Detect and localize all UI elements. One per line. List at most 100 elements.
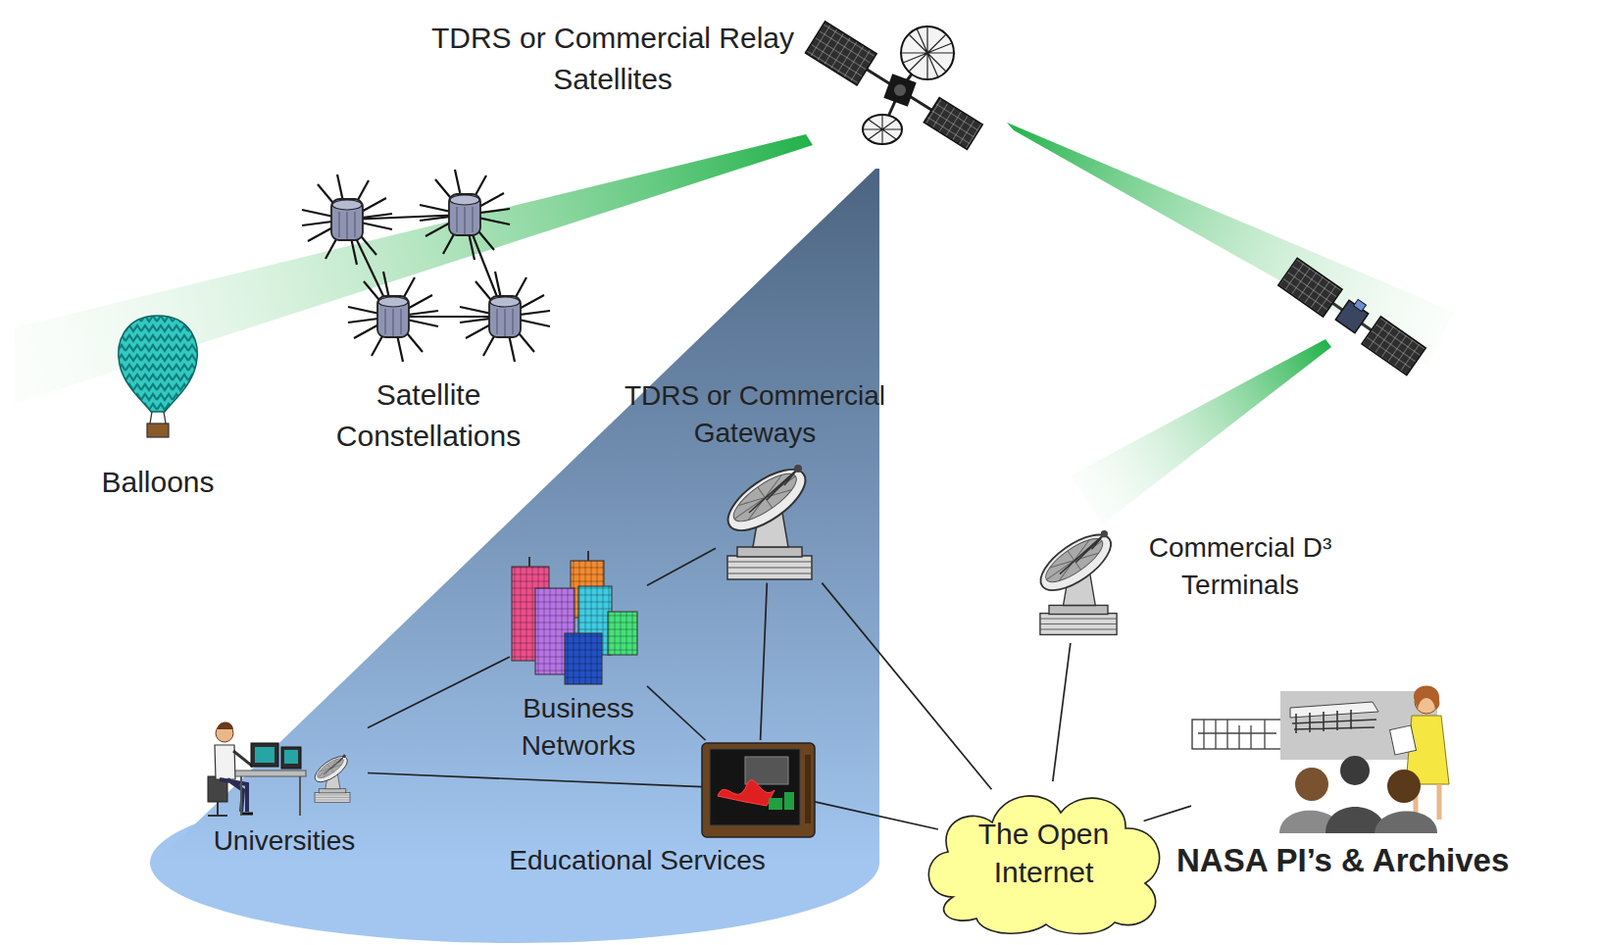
nasa-briefing-scene [1198, 719, 1277, 750]
business-node: Business Networks [504, 558, 652, 765]
relay-satellite [1327, 300, 1376, 334]
archive-node: NASA PI’s & Archives [1176, 686, 1594, 884]
satellite-constellation [348, 271, 439, 362]
university-workstation [250, 743, 279, 767]
relay-satellite [862, 114, 902, 145]
university-workstation [241, 776, 300, 816]
relay-satellite [862, 114, 902, 145]
gateway-node: TDRS or Commercial Gateways [598, 377, 912, 584]
node-label: NASA PI’s & Archives [1176, 839, 1594, 884]
caption-label: Satellite Constellations [281, 374, 576, 457]
node-label: Educational Services [470, 842, 804, 880]
balloon [147, 423, 169, 438]
node-label: TDRS or Commercial Gateways [598, 377, 912, 452]
node-label: Business Networks [504, 690, 652, 765]
television-set [804, 754, 811, 824]
coverage-region [152, 168, 880, 865]
icon-area [1191, 686, 1476, 836]
ground-station-dish [1032, 524, 1120, 636]
relay-satellite [923, 97, 983, 150]
terminal-node: Commercial D³ Terminals [1029, 517, 1353, 644]
office-buildings [607, 611, 638, 655]
nasa-briefing-scene [1192, 719, 1283, 750]
nasa-briefing-scene [1413, 686, 1441, 711]
icon-area [509, 558, 648, 687]
university-workstation [207, 722, 351, 817]
television-set [701, 743, 815, 838]
university-workstation [219, 779, 248, 812]
university-workstation [254, 747, 275, 763]
network-link [821, 583, 992, 791]
caption-label: Balloons [59, 461, 256, 503]
signal-beam [1070, 339, 1332, 525]
television-set [717, 780, 775, 806]
icon-area [715, 455, 824, 584]
university-workstation [233, 750, 253, 767]
relay-satellite [894, 84, 906, 97]
relay-satellite [1361, 316, 1426, 376]
network-link [367, 656, 510, 729]
balloon [118, 315, 198, 438]
cloud-outline [928, 796, 1159, 935]
television-set [768, 798, 783, 810]
network-link [1052, 643, 1071, 782]
relay-satellite [900, 26, 954, 80]
network-link [647, 548, 716, 586]
network-link [814, 801, 939, 830]
office-buildings [511, 550, 638, 685]
relay-satellite [1278, 257, 1343, 317]
network-link [367, 773, 702, 788]
nasa-briefing-scene [1192, 686, 1450, 835]
node-label: Commercial D³ Terminals [1137, 517, 1344, 604]
nasa-briefing-scene [1340, 755, 1370, 786]
satellite-constellation [301, 169, 550, 362]
relay-satellite [883, 73, 916, 106]
balloon [118, 315, 198, 412]
ground-station-dish [718, 457, 1120, 635]
network-link [1144, 805, 1192, 821]
university-workstation [214, 745, 236, 780]
node-label: The Open Internet [967, 814, 1120, 892]
ground-station-dish [718, 457, 815, 580]
satellite-constellation [459, 271, 550, 362]
university-workstation [216, 722, 234, 731]
nasa-briefing-scene [1374, 811, 1438, 835]
icon-area [200, 720, 368, 819]
office-buildings [564, 633, 602, 685]
balloon [150, 411, 166, 424]
office-buildings [607, 611, 638, 655]
university-workstation [284, 750, 299, 764]
nasa-briefing-scene [1295, 767, 1329, 801]
satellite-constellation [347, 214, 505, 317]
satellite-constellation [419, 169, 510, 260]
relay-satellite [1335, 300, 1368, 333]
internet-cloud: The Open Internet [913, 769, 1174, 937]
cloud-outline [913, 769, 1174, 937]
university-workstation [207, 801, 228, 816]
network-link [647, 686, 706, 741]
relay-satellite [804, 21, 877, 86]
television-set [709, 749, 800, 826]
university-workstation [310, 751, 351, 803]
education-node: Educational Services [470, 740, 804, 880]
university-workstation [235, 770, 306, 777]
office-buildings [529, 550, 589, 567]
relay-satellite [1278, 256, 1427, 375]
icon-area [701, 740, 815, 839]
caption-label: TDRS or Commercial Relay Satellites [416, 17, 809, 100]
network-link [760, 583, 768, 741]
television-set [784, 792, 795, 810]
node-label: Universities [191, 822, 378, 860]
university-workstation [281, 747, 301, 769]
relay-satellite [1353, 299, 1367, 311]
nasa-briefing-scene [1390, 725, 1417, 755]
university-workstation [241, 812, 253, 816]
university-node: Universities [191, 720, 378, 860]
office-buildings [564, 633, 602, 685]
nasa-briefing-scene [1387, 769, 1421, 803]
nasa-briefing-scene [1290, 701, 1379, 718]
relay-satellite [804, 21, 985, 153]
nasa-briefing-scene [1292, 709, 1377, 734]
